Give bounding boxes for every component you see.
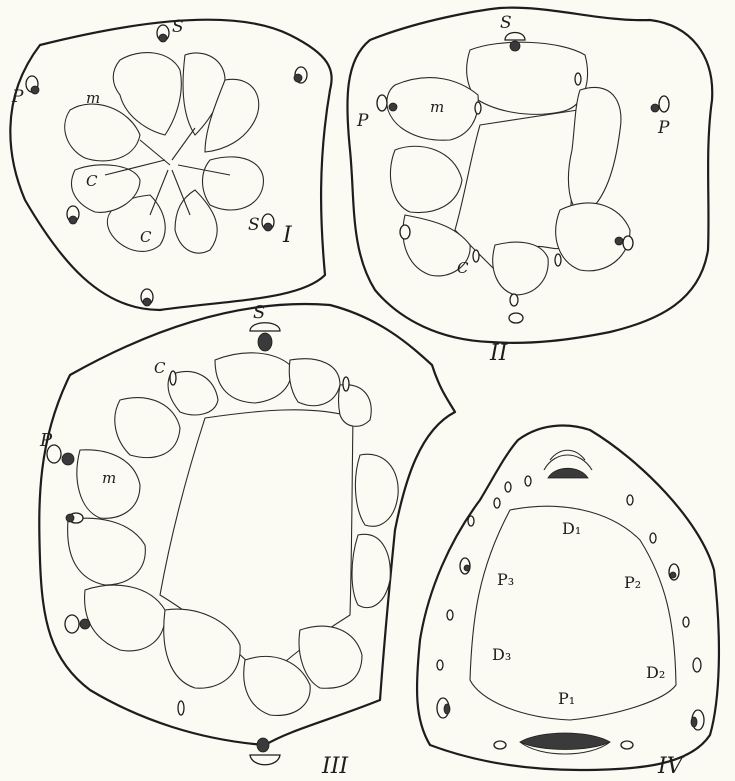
figure-1-numeral: I: [282, 223, 293, 248]
figure-2-label-m: m: [430, 98, 444, 116]
figure-1-label-s-top: S: [172, 17, 184, 37]
figure-4-numeral: IV: [657, 754, 685, 779]
figure-2-numeral: II: [489, 341, 509, 366]
figure-2-label-p-left: P: [356, 111, 369, 131]
figure-4-label-p2: P₂: [624, 573, 641, 592]
figure-1-label-p: P: [11, 87, 24, 107]
figure-3-label-p: P: [39, 430, 53, 451]
figure-4-inner-cavity: [470, 506, 676, 720]
figure-2-label-s: S: [500, 13, 512, 33]
figure-1-label-s-right: S: [248, 215, 260, 235]
figure-4-label-d1: D₁: [562, 519, 581, 538]
figure-1-central-rosette: [65, 53, 264, 253]
figure-1: S S P m C C I: [10, 17, 331, 310]
figure-1-label-c-bottom: C: [140, 228, 152, 246]
figure-1-label-c-left: C: [86, 172, 98, 190]
figure-4: D₁ P₂ P₃ D₃ D₂ P₁ IV: [417, 426, 719, 779]
figure-2: S P P m C II: [347, 8, 712, 366]
figure-4-label-p1: P₁: [558, 689, 575, 708]
figure-3: S P m C III: [39, 302, 455, 779]
figure-3-label-c: C: [154, 359, 166, 377]
figure-3-label-s: S: [253, 302, 265, 323]
figure-3-tissue-lobes: [68, 353, 399, 716]
figure-2-label-c: C: [457, 259, 469, 277]
figure-1-label-m: m: [86, 89, 100, 107]
figure-4-label-d3: D₃: [492, 645, 511, 664]
figure-2-label-p-right: P: [657, 118, 670, 138]
figure-4-label-p3: P₃: [497, 570, 514, 589]
figure-3-numeral: III: [321, 754, 349, 779]
figure-4-label-d2: D₂: [646, 663, 665, 682]
figure-3-label-m: m: [102, 469, 116, 487]
figure-2-tissue-lobes: [387, 42, 630, 295]
